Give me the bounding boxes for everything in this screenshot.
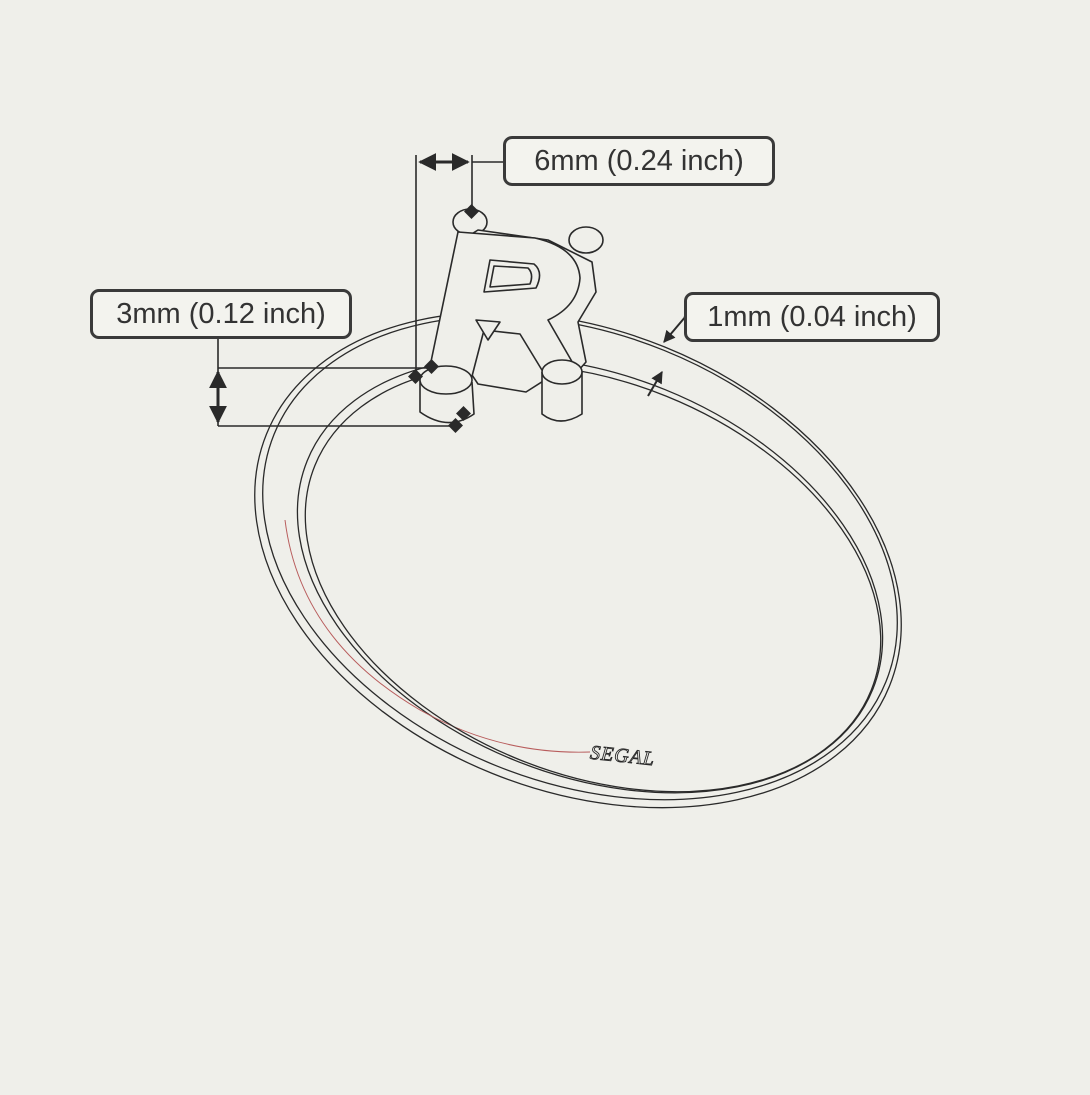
letter-r-charm: [419, 208, 604, 424]
engraving-text: SEGAL: [589, 742, 656, 771]
height-dimension-label: 3mm (0.12 inch): [90, 289, 352, 339]
width-dimension: [408, 153, 503, 384]
ring-band: [254, 311, 902, 809]
width-dimension-label: 6mm (0.24 inch): [503, 136, 775, 186]
band-dimension: [647, 315, 687, 397]
height-dimension: [209, 338, 471, 433]
band-width-dimension-label: 1mm (0.04 inch): [684, 292, 940, 342]
